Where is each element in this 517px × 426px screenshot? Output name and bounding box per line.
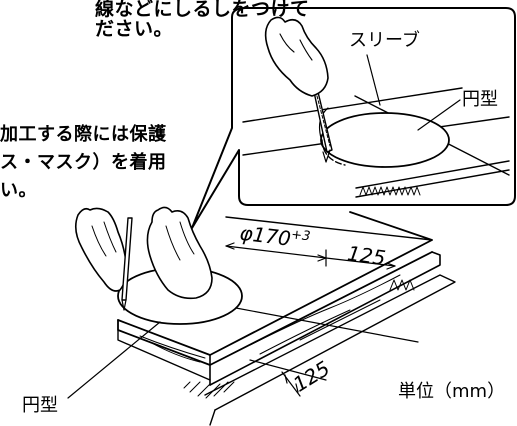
dimension-lines [225, 242, 419, 397]
instruction-text-line-2: ださい。 [95, 18, 174, 40]
unit-label: 単位（mm） [398, 381, 506, 402]
callout-template [318, 107, 450, 168]
callout-cutter [264, 16, 333, 163]
instruction-text-line-1: 線などにしるしをつけて [95, 0, 310, 20]
diameter-tolerance: +3 [290, 227, 312, 245]
main-template-leader-line [67, 321, 161, 399]
callout-template-leader-line [417, 99, 461, 131]
sleeve-label: スリーブ [349, 30, 420, 51]
sleeve-leader-line [366, 54, 381, 106]
caution-text-line-3: い。 [0, 180, 37, 201]
caution-text-line-2: ス・マスク）を着用 [0, 152, 167, 173]
caution-text-line-1: 加工する際には保護 [0, 124, 167, 145]
callout-template-label: 円型 [462, 89, 498, 110]
diameter-value: 170 [251, 222, 293, 251]
main-hands [74, 206, 213, 311]
main-template-label: 円型 [22, 395, 58, 416]
right-offset-dimension: 125 [345, 241, 388, 271]
